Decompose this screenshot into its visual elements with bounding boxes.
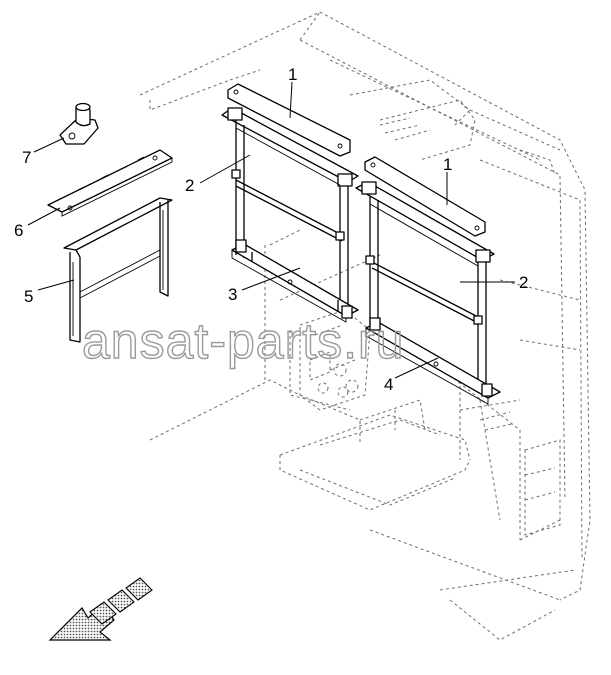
callout-3: 3	[228, 285, 237, 304]
dial-icon	[345, 379, 359, 393]
leader-lines	[27, 81, 515, 379]
control-console	[299, 309, 371, 411]
part-2-frame-left	[221, 107, 359, 313]
part-1-strap-left	[227, 83, 351, 157]
callout-5: 5	[24, 287, 33, 306]
dial-icon	[317, 382, 329, 394]
callout-1-left: 1	[288, 65, 297, 84]
part-5-stand	[63, 197, 173, 343]
callout-6: 6	[14, 221, 23, 240]
callout-1-right: 1	[443, 155, 452, 174]
callout-2-right: 2	[519, 273, 528, 292]
part-3-crossbar-left	[231, 239, 359, 323]
part-7-knob	[59, 102, 99, 145]
cab-outline	[139, 11, 591, 641]
callout-2-left: 2	[185, 176, 194, 195]
callout-7: 7	[22, 148, 31, 167]
part-1-strap-right	[364, 156, 486, 237]
front-direction-arrow-icon	[48, 577, 153, 641]
watermark-text: ansat-parts.ru	[82, 313, 404, 369]
callout-4: 4	[384, 375, 393, 394]
part-2-frame-right	[355, 181, 495, 393]
dial-icon	[337, 386, 349, 398]
dial-icon	[333, 363, 347, 377]
